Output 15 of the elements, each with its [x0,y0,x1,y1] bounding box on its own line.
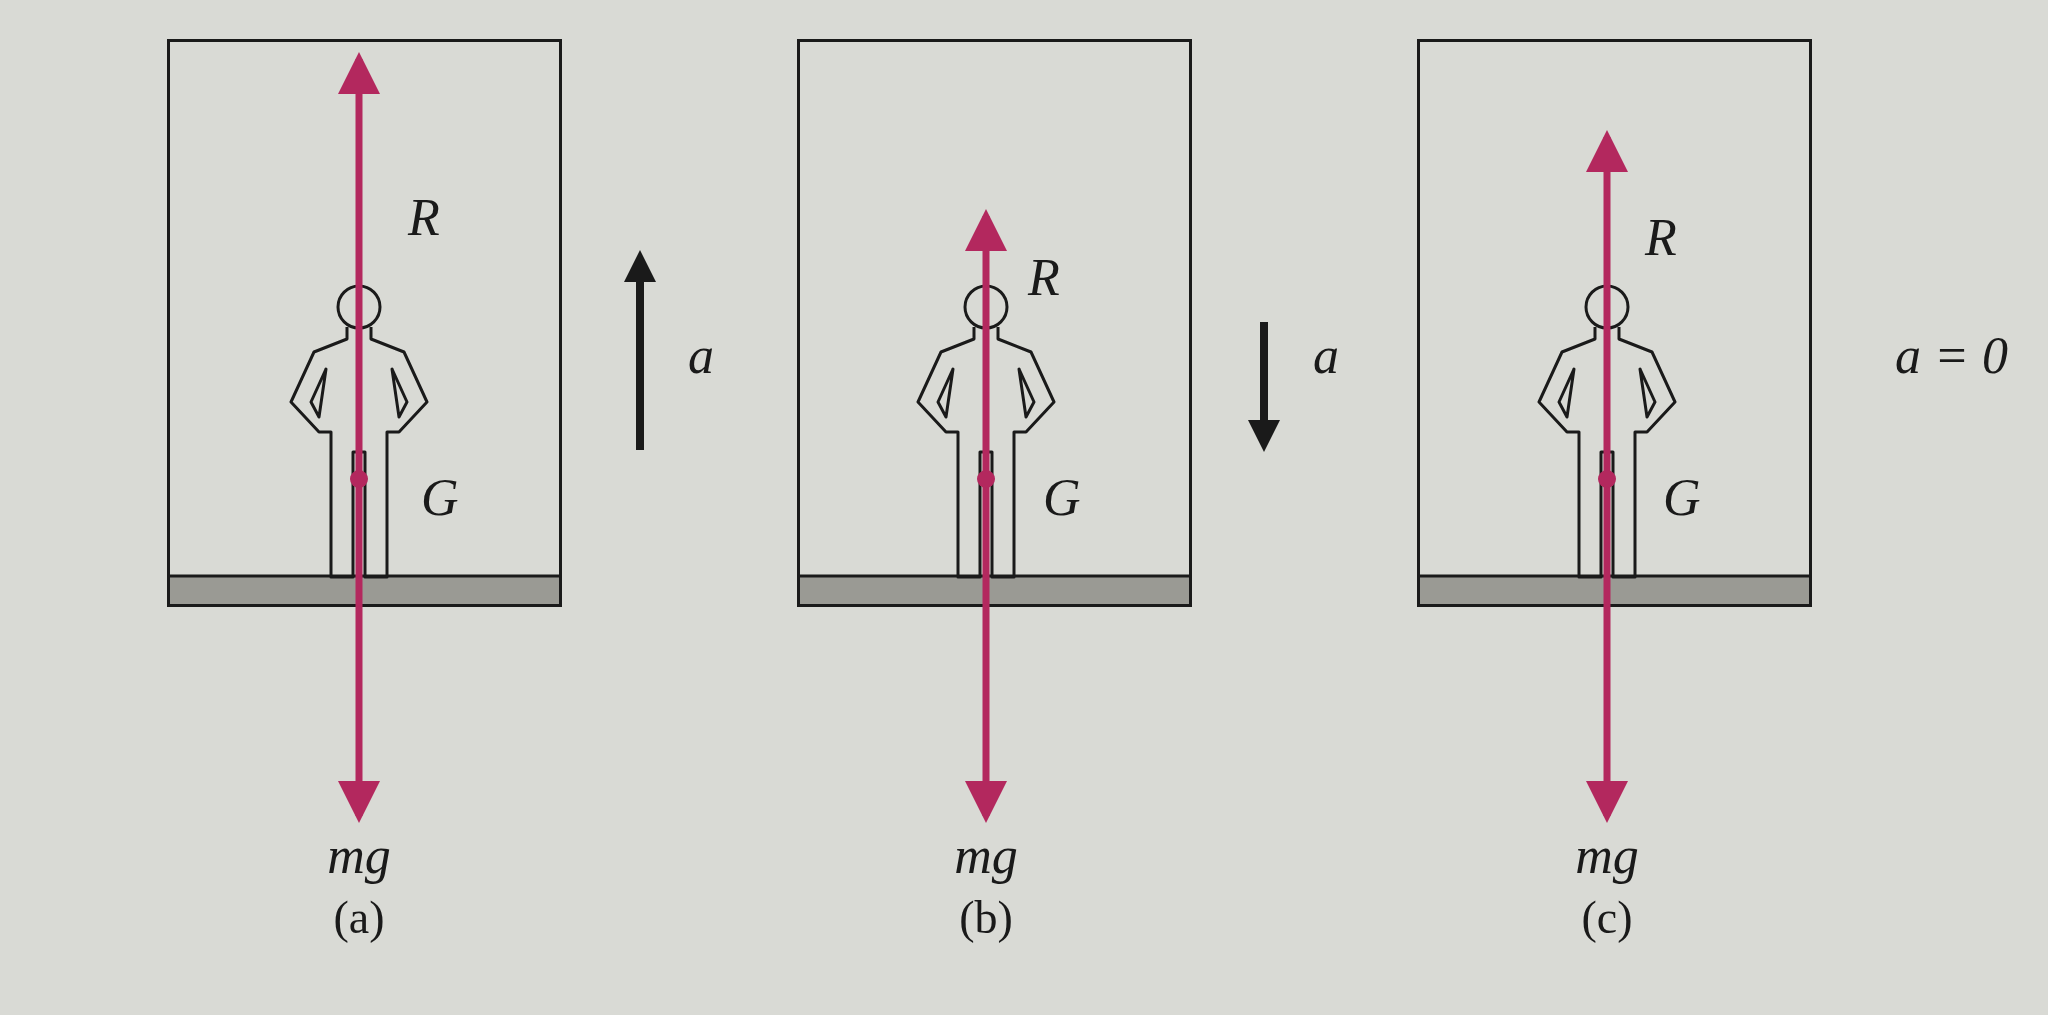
force-label: G [1043,472,1081,524]
force-label: R [408,192,440,244]
force-label: mg [327,830,391,882]
force-label: R [1028,252,1060,304]
force-label: mg [954,830,1018,882]
force-label: G [421,472,459,524]
force-label: mg [1575,830,1639,882]
panel-caption: (a) [333,895,385,941]
acceleration-label: a = 0 [1895,330,2009,382]
panel-caption: (c) [1581,895,1633,941]
panel-caption: (b) [959,895,1013,941]
force-label: G [1663,472,1701,524]
acceleration-label: a [688,330,714,382]
acceleration-label: a [1313,330,1339,382]
force-label: R [1645,212,1677,264]
